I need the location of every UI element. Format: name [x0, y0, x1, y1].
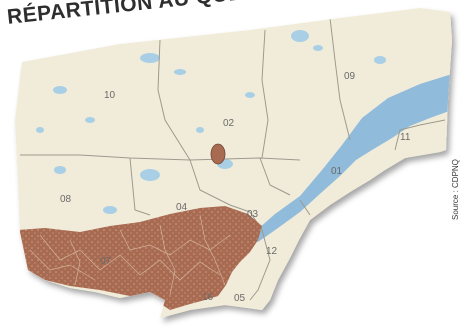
region-label-11: 11: [400, 132, 411, 143]
region-label-10: 10: [104, 90, 116, 101]
distribution-internal-lines: [29, 214, 231, 296]
st-lawrence-river: [250, 74, 452, 242]
region-label-01: 01: [331, 166, 343, 177]
map-features: [18, 17, 452, 310]
region-label-05: 05: [234, 293, 246, 304]
region-label-09: 09: [344, 71, 356, 82]
region-borders: [20, 17, 446, 301]
distribution-area-north: [210, 143, 226, 165]
region-label-08: 08: [60, 194, 72, 205]
lakes: [36, 30, 386, 214]
region-label-16: 16: [202, 292, 214, 303]
region-label-04: 04: [176, 202, 188, 213]
region-label-02: 02: [223, 118, 235, 129]
region-label-07: 07: [100, 256, 112, 267]
region-label-12: 12: [266, 246, 278, 257]
region-labels: 10 02 09 11 01 08 04 03 12 07 16 05: [60, 71, 411, 304]
region-label-03: 03: [247, 209, 259, 220]
source-credit: Source : CDPNQ: [451, 159, 460, 220]
